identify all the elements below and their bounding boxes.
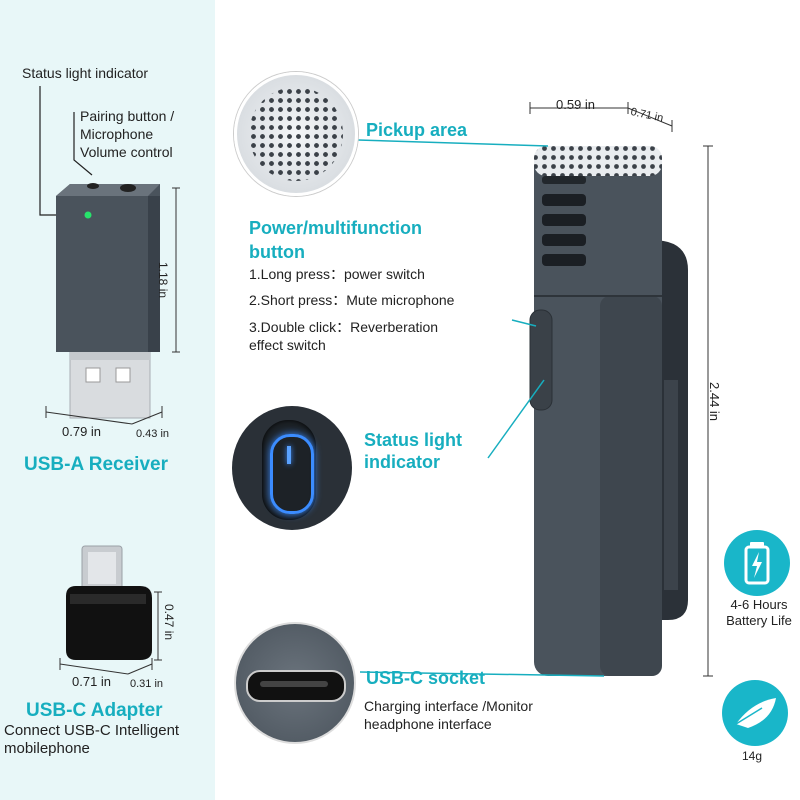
adapter-desc-line-1: Connect USB-C Intelligent <box>4 722 180 739</box>
mic-height-dimension: 2.44 in <box>707 382 722 422</box>
battery-line-2: Battery Life <box>726 613 792 628</box>
battery-line-1: 4-6 Hours <box>730 597 788 612</box>
double-click-desc-1: 3.Double click：Reverberation <box>249 319 439 335</box>
usbc-desc-1: Charging interface /Monitor <box>364 698 533 714</box>
status-light-closeup <box>232 406 352 530</box>
adapter-desc-line-2: mobilephone <box>4 740 90 757</box>
short-press-desc: 2.Short press：Mute microphone <box>249 292 455 308</box>
usbc-socket-closeup <box>234 622 356 744</box>
adapter-title: USB-C Adapter <box>26 700 163 721</box>
battery-badge <box>724 530 790 596</box>
pickup-area-label: Pickup area <box>366 120 468 140</box>
usbc-desc-2: headphone interface <box>364 716 492 732</box>
weight-badge <box>722 680 788 746</box>
feather-icon <box>735 698 776 728</box>
receiver-depth-dimension: 0.43 in <box>136 428 170 440</box>
receiver-illustration <box>39 86 180 425</box>
power-button-title-2: button <box>249 242 305 262</box>
receiver-status-label: Status light indicator <box>22 65 149 81</box>
adapter-illustration <box>59 545 162 675</box>
long-press-desc: 1.Long press：power switch <box>249 266 425 282</box>
adapter-depth-dimension: 0.31 in <box>130 678 164 690</box>
receiver-width-dimension: 0.79 in <box>62 424 102 439</box>
usbc-socket-title: USB-C socket <box>366 668 486 688</box>
battery-icon <box>744 542 770 585</box>
weight-value: 14g <box>742 749 763 763</box>
receiver-title: USB-A Receiver <box>24 454 168 475</box>
receiver-pairing-label-1: Pairing button / <box>80 108 175 124</box>
mic-width-dimension: 0.59 in <box>556 97 596 112</box>
receiver-pairing-label-2: Microphone <box>80 126 154 142</box>
adapter-width-dimension: 0.71 in <box>72 674 112 689</box>
pickup-area-closeup <box>234 72 358 196</box>
power-button-title-1: Power/multifunction <box>249 218 422 238</box>
receiver-pairing-label-3: Volume control <box>80 144 173 160</box>
status-light-title-2: indicator <box>364 452 441 472</box>
status-light-title-1: Status light <box>364 430 462 450</box>
double-click-desc-2: effect switch <box>249 337 326 353</box>
